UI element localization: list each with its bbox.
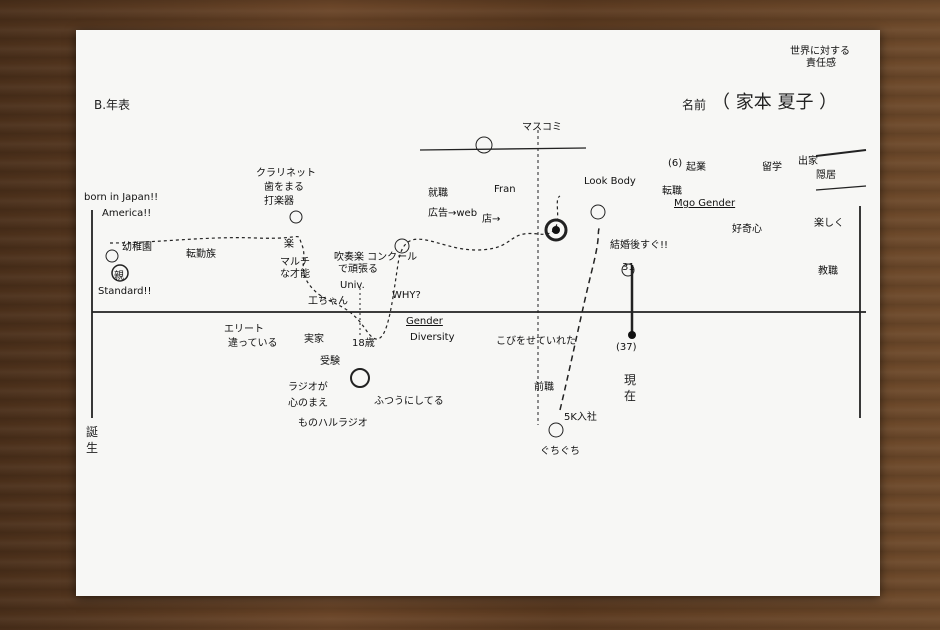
note: (6)	[668, 158, 683, 169]
name-value: （ 家本 夏子 ）	[712, 92, 838, 113]
note: 18歳	[352, 338, 375, 349]
note: 前職	[534, 382, 554, 393]
note: Look Body	[584, 176, 636, 187]
note: 転職	[662, 186, 682, 197]
note: クラリネット	[256, 168, 316, 179]
note: born in Japan!!	[84, 192, 159, 203]
note: 楽しく	[814, 218, 844, 229]
note: 店→	[482, 214, 501, 225]
age-marker: (37)	[616, 342, 637, 353]
note: America!!	[102, 208, 152, 219]
note: 楽	[284, 239, 294, 250]
note: 教職	[818, 266, 838, 277]
note: 隠居	[816, 170, 836, 181]
note: で頑張る	[338, 264, 378, 275]
note: 歯をまる	[264, 182, 304, 193]
note: 幼稚園	[122, 242, 152, 253]
note: 世界に対する	[790, 46, 850, 57]
note: 受験	[320, 356, 340, 367]
name-label: 名前	[682, 98, 707, 112]
note: 起業	[686, 162, 706, 173]
timeline-drawing	[91, 130, 867, 438]
present-label: 現在	[624, 373, 637, 403]
present-dot	[628, 331, 636, 339]
note: ぐちぐち	[540, 446, 580, 457]
note: 31	[622, 262, 635, 273]
note: 好奇心	[732, 224, 762, 235]
section-label: B.年表	[94, 98, 131, 112]
note: エリート	[224, 324, 264, 335]
note: な才能	[280, 269, 310, 280]
note: WHY?	[392, 290, 421, 301]
life-curve-later	[559, 225, 601, 411]
note: 違っている	[228, 338, 278, 349]
note: Univ.	[340, 280, 365, 291]
note: こびをせていれた	[496, 336, 576, 347]
note: Mgo Gender	[674, 198, 736, 209]
note: ものハルラジオ	[298, 418, 368, 429]
note: 打楽器	[264, 196, 294, 207]
note: 心のまえ	[288, 398, 328, 409]
note: 責任感	[806, 58, 836, 69]
timeline-worksheet: B.年表 名前 （ 家本 夏子 ） 誕生 現在 (37) born in Jap…	[76, 30, 880, 596]
note: 転勤族	[186, 249, 216, 260]
note: 留学	[762, 162, 782, 173]
note: 実家	[304, 334, 324, 345]
birth-label: 誕生	[86, 425, 99, 455]
note: 就職	[428, 188, 448, 199]
note: 吹奏楽 コンクール	[334, 252, 418, 263]
note: 親	[114, 271, 124, 282]
note: ふつうにしてる	[374, 396, 444, 407]
note: ラジオが	[288, 382, 328, 393]
note: 工ちゃん	[308, 296, 348, 307]
note: Standard!!	[98, 286, 152, 297]
note: Diversity	[410, 332, 455, 343]
note: 5K入社	[564, 412, 597, 423]
note: Gender	[406, 316, 443, 327]
note: マルチ	[280, 257, 310, 268]
note: マスコミ	[522, 122, 562, 133]
note: 広告→web	[428, 208, 478, 219]
note: 結婚後すぐ!!	[610, 240, 669, 251]
note: Fran	[494, 184, 516, 195]
note: 出家	[798, 156, 818, 167]
